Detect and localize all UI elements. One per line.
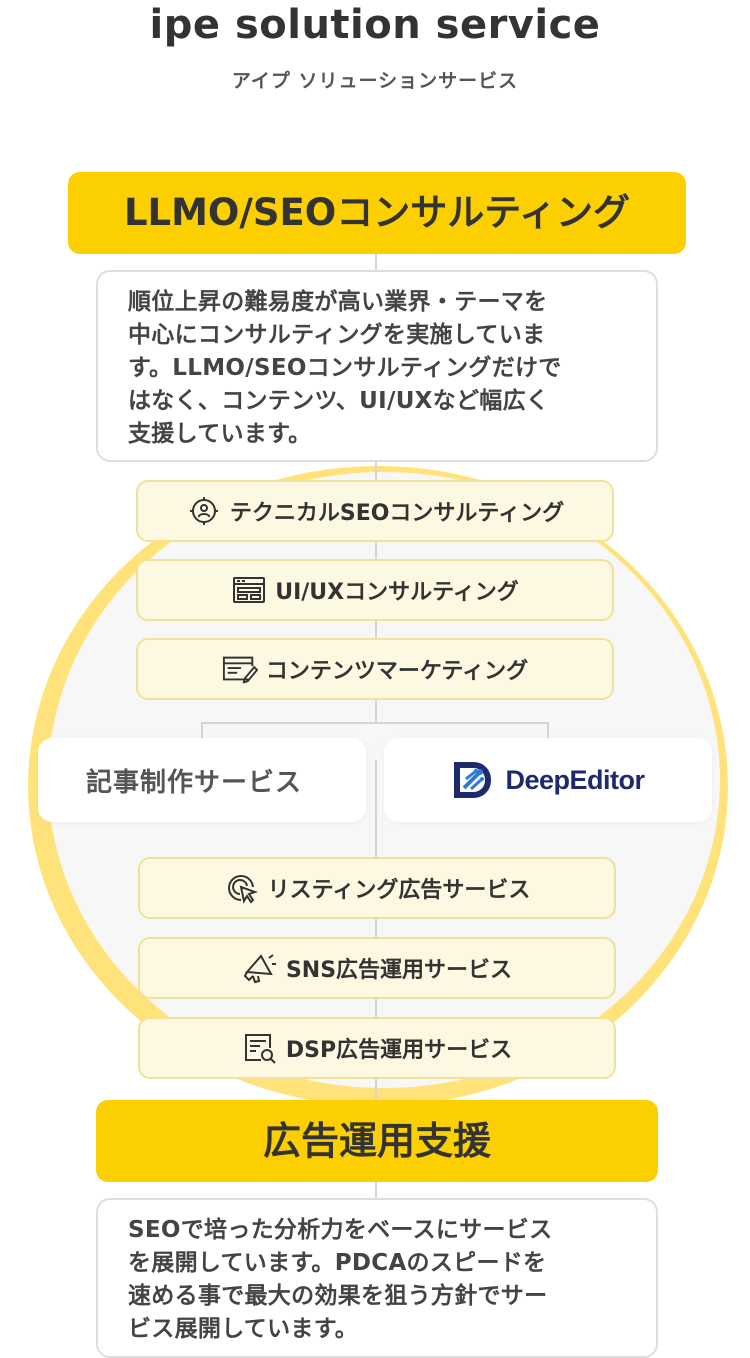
service-label: SNS広告運用サービス — [285, 958, 513, 983]
connector-branch — [201, 722, 549, 724]
service-label: DSP広告運用サービス — [285, 1038, 513, 1063]
target-person-icon — [186, 496, 222, 526]
connector-line — [375, 621, 377, 638]
article-service-card[interactable]: 記事制作サービス — [38, 738, 366, 822]
page-subtitle: アイプ ソリューションサービス — [231, 70, 519, 92]
description-line: 速める事で最大の効果を狙う方針でサー — [128, 1283, 548, 1309]
deepeditor-logo-text: DeepEditor — [505, 764, 645, 795]
description-line: 中心にコンサルティングを実施していま — [128, 322, 546, 348]
description-line: はなく、コンテンツ、UI/UXなど幅広く — [128, 388, 550, 414]
connector-line — [375, 1182, 377, 1198]
description-line: SEOで培った分析力をベースにサービス — [128, 1217, 553, 1243]
service-technical-seo[interactable]: テクニカルSEOコンサルティング — [136, 480, 614, 542]
description-line: を展開しています。PDCAのスピードを — [128, 1250, 547, 1276]
deepeditor-logo: DeepEditor — [451, 759, 645, 801]
page-title: ipe solution service — [149, 2, 601, 48]
description-line: 支援しています。 — [128, 421, 312, 447]
description-line: す。LLMO/SEOコンサルティングだけで — [128, 355, 562, 381]
service-sns-ads[interactable]: SNS広告運用サービス — [138, 937, 616, 999]
connector-line — [375, 1079, 377, 1100]
search-report-icon — [242, 1033, 278, 1064]
megaphone-icon — [242, 953, 278, 984]
service-dsp-ads[interactable]: DSP広告運用サービス — [138, 1017, 616, 1079]
service-listing-ads[interactable]: リスティング広告サービス — [138, 857, 616, 919]
service-label: UI/UXコンサルティング — [275, 580, 519, 605]
connector-line — [375, 462, 377, 480]
deepeditor-mark-icon — [454, 762, 492, 798]
service-label: コンテンツマーケティング — [265, 659, 529, 684]
connector-line — [547, 722, 549, 738]
description-line: 順位上昇の難易度が高い業界・テーマを — [128, 289, 548, 315]
connector-line — [201, 722, 203, 738]
connector-line — [375, 760, 377, 857]
connector-line — [375, 254, 377, 272]
service-label: リスティング広告サービス — [267, 878, 531, 903]
service-uiux[interactable]: UI/UXコンサルティング — [136, 559, 614, 621]
consulting-heading: LLMO/SEOコンサルティング — [68, 172, 686, 254]
connector-line — [375, 919, 377, 937]
edit-document-icon — [222, 654, 258, 684]
advertising-heading: 広告運用支援 — [96, 1100, 658, 1182]
deepeditor-card[interactable]: DeepEditor — [384, 738, 712, 822]
article-service-label: 記事制作サービス — [86, 767, 303, 798]
connector-line — [375, 700, 377, 722]
layout-window-icon — [231, 575, 267, 605]
service-label: テクニカルSEOコンサルティング — [229, 501, 565, 526]
cursor-click-icon — [224, 873, 260, 904]
description-line: ビス展開しています。 — [128, 1316, 359, 1342]
connector-line — [375, 542, 377, 559]
connector-line — [375, 999, 377, 1017]
consulting-description: 順位上昇の難易度が高い業界・テーマを 中心にコンサルティングを実施していま す。… — [96, 270, 658, 462]
advertising-description: SEOで培った分析力をベースにサービス を展開しています。PDCAのスピードを … — [96, 1198, 658, 1358]
service-content-marketing[interactable]: コンテンツマーケティング — [136, 638, 614, 700]
